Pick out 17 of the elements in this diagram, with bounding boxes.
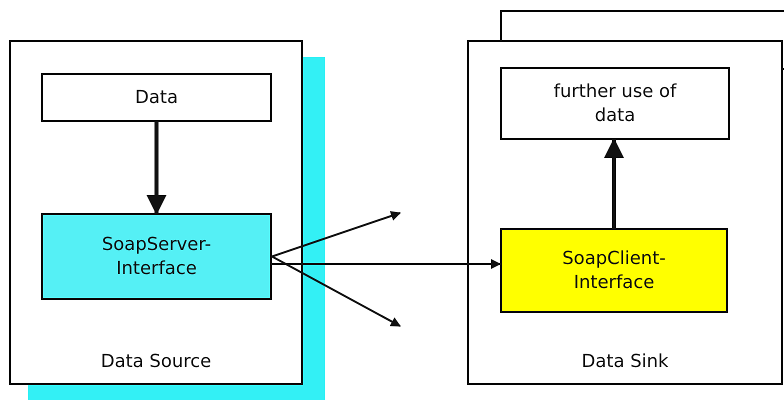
node-label: Data Source xyxy=(100,350,212,373)
container-box xyxy=(467,40,783,385)
process-box xyxy=(41,213,272,300)
arrow xyxy=(272,211,401,258)
node-label: SoapClient-Interface xyxy=(561,247,667,294)
arrow xyxy=(146,122,166,215)
node-label: Data xyxy=(135,86,178,110)
node-label: SoapServer-Interface xyxy=(100,233,212,280)
arrow xyxy=(604,138,624,228)
arrow xyxy=(272,256,401,327)
process-box xyxy=(500,228,728,313)
arrow xyxy=(272,259,501,269)
node-label: Data Sink xyxy=(582,350,668,373)
node-label: further use of data xyxy=(552,80,678,127)
container-box xyxy=(9,40,303,385)
process-box xyxy=(41,73,272,122)
process-box xyxy=(500,67,730,140)
